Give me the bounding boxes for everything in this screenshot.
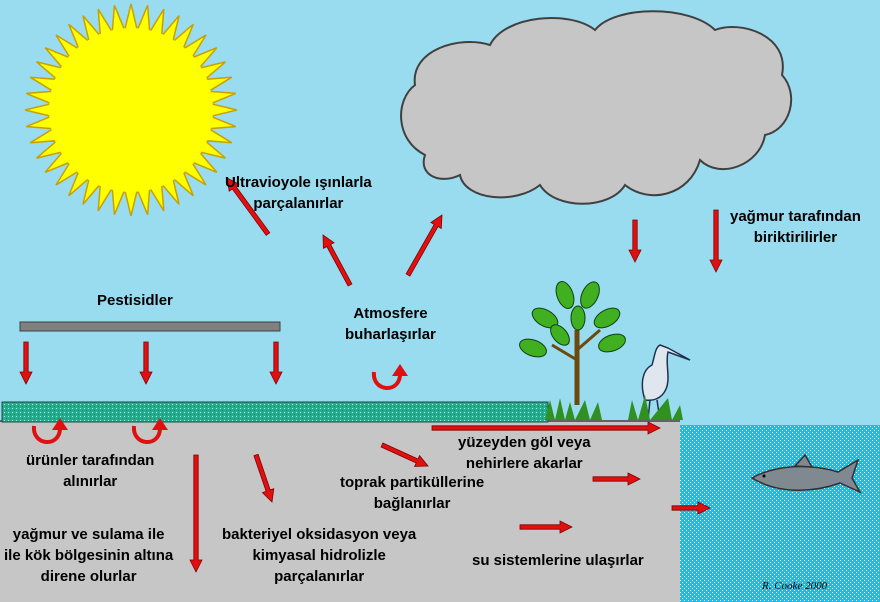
arrow-surface-runoff (431, 421, 661, 435)
arrow-bacteria (253, 453, 275, 503)
label-water-systems: su sistemlerine ulaşırlar (472, 552, 644, 569)
pesticide-spray-bar (19, 321, 281, 332)
arrow-spray-1 (19, 341, 33, 385)
curl-uptake-1-curve (31, 425, 62, 444)
curl-evaporation-head (392, 364, 408, 376)
author-credit: R. Cooke 2000 (762, 580, 828, 592)
crop-field (1, 401, 549, 423)
curl-uptake-2-curve (131, 425, 162, 444)
arrow-soil-bind (380, 442, 429, 467)
water-body (680, 425, 880, 602)
arrow-evap-right (405, 214, 443, 277)
cloud-icon (400, 10, 792, 205)
arrow-evap-left (322, 234, 353, 287)
arrow-water-systems (519, 520, 573, 534)
shark-icon (750, 453, 862, 494)
curl-uptake-2-head (152, 418, 168, 430)
tree-icon (519, 281, 626, 420)
curl-evaporation-curve (371, 371, 402, 390)
curl-uptake-1-head (52, 418, 68, 430)
heron-icon (628, 344, 691, 421)
arrow-uv (226, 177, 271, 236)
arrows-layer (19, 177, 723, 573)
arrow-to-water-1 (592, 472, 641, 486)
arrow-to-water-2 (671, 501, 711, 515)
arrow-spray-2 (139, 341, 153, 385)
sun-icon (24, 3, 238, 217)
soil-ground (0, 420, 680, 602)
arrow-leach (189, 454, 203, 573)
arrow-rain-1 (628, 219, 642, 263)
label-pesticides: Pestisidler (97, 292, 173, 309)
arrow-rain-2 (709, 209, 723, 273)
arrow-spray-3 (269, 341, 283, 385)
